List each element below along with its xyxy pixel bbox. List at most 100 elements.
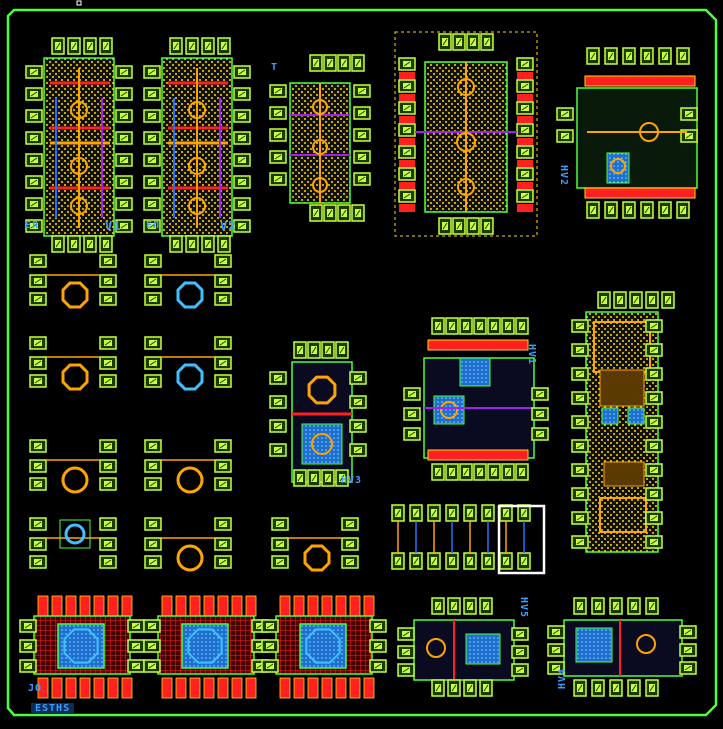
cell-v2 (143, 37, 251, 253)
bottom-pad (517, 552, 531, 570)
via-ring (312, 177, 328, 193)
right-pad (115, 131, 133, 145)
octagon-ring (305, 628, 341, 664)
top-pad (640, 47, 654, 65)
right-pad (645, 343, 663, 357)
top-red-pad (93, 595, 105, 617)
octagon-ring (176, 363, 204, 391)
cell-hv5 (397, 597, 529, 697)
pad (144, 439, 162, 453)
dashed-bbox (394, 31, 538, 237)
cell-3 (269, 54, 371, 222)
right-pad (353, 128, 371, 142)
via-ring (70, 197, 88, 215)
bottom-pad (459, 463, 473, 481)
left-pad (25, 87, 43, 101)
left-pad (398, 79, 416, 93)
right-pad (115, 197, 133, 211)
top-pad (83, 37, 97, 55)
right-pad (531, 427, 549, 441)
ring (176, 466, 204, 494)
pad (341, 517, 359, 531)
left-pad (19, 659, 37, 673)
left-pad (269, 371, 287, 385)
top-pad (629, 291, 643, 309)
right-pad (115, 87, 133, 101)
pad (214, 374, 232, 388)
bottom-pad (217, 235, 231, 253)
pad (99, 537, 117, 551)
pad (144, 555, 162, 569)
right-pad (680, 107, 698, 121)
right-pad (349, 395, 367, 409)
right-pad (645, 367, 663, 381)
right-pad (127, 639, 145, 653)
left-pad (269, 172, 287, 186)
right-pad (516, 79, 534, 93)
right-pad (645, 439, 663, 453)
cell-v1 (25, 37, 133, 253)
top-red-pad (231, 595, 243, 617)
pad (271, 517, 289, 531)
finger-array (603, 461, 645, 487)
right-pad (679, 625, 697, 639)
red-strip (517, 138, 533, 146)
left-pad (269, 84, 287, 98)
top-pad (466, 33, 480, 51)
bottom-pad (351, 204, 365, 222)
red-strip (517, 182, 533, 190)
label-c2-left: ЕЛ (146, 220, 161, 231)
bottom-pad (169, 235, 183, 253)
blue-well (627, 407, 645, 425)
pad (214, 477, 232, 491)
left-pad (571, 343, 589, 357)
right-pad (233, 65, 251, 79)
right-pad (516, 167, 534, 181)
pad (29, 274, 47, 288)
top-pad (627, 597, 641, 615)
left-pad (25, 175, 43, 189)
top-pad (479, 597, 493, 615)
top-red-pad (203, 595, 215, 617)
top-red-pad (51, 595, 63, 617)
ring (61, 466, 89, 494)
ring-cell-1 (29, 254, 117, 309)
via-ring (457, 78, 475, 96)
right-pad (233, 153, 251, 167)
top-pad (501, 317, 515, 335)
top-pad (337, 54, 351, 72)
pad (144, 254, 162, 268)
left-pad (398, 189, 416, 203)
via-ring (312, 99, 328, 115)
bottom-pad (473, 463, 487, 481)
bottom-pad (83, 235, 97, 253)
octagon-ring (61, 363, 89, 391)
right-pad (233, 175, 251, 189)
right-pad (349, 443, 367, 457)
top-pad (185, 37, 199, 55)
frame-bl-2 (143, 595, 269, 699)
bottom-pad (604, 201, 618, 219)
via-ring (610, 158, 626, 174)
label-hv2: HV2 (558, 165, 569, 187)
red-strip (399, 72, 415, 80)
right-pad (645, 415, 663, 429)
red-strip (517, 204, 533, 212)
top-pad (409, 504, 423, 522)
top-pad (480, 33, 494, 51)
top-pad (645, 597, 659, 615)
pad-bar (427, 339, 529, 351)
pad (99, 517, 117, 531)
left-pad (261, 639, 279, 653)
top-red-pad (279, 595, 291, 617)
right-pad (531, 407, 549, 421)
bottom-pad (337, 204, 351, 222)
red-strip (399, 182, 415, 190)
top-pad (613, 291, 627, 309)
left-pad (571, 487, 589, 501)
left-pad (143, 175, 161, 189)
blue-well (465, 633, 501, 665)
bottom-red-pad (231, 677, 243, 699)
top-pad (573, 597, 587, 615)
